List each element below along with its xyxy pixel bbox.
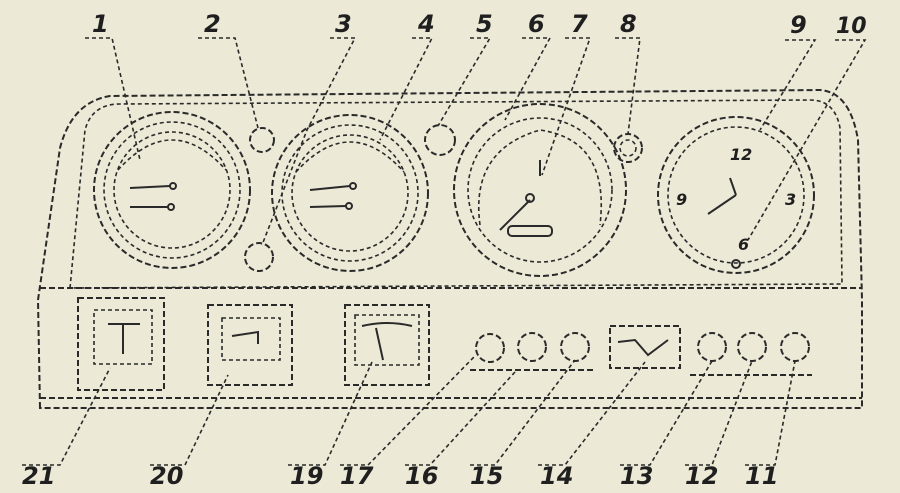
callout-1: 1 [92,10,109,38]
indicator-lamp-2 [249,127,275,153]
callout-12: 12 [685,462,718,489]
callout-6: 6 [528,10,545,38]
callout-4: 4 [417,10,435,38]
callout-3: 3 [335,10,352,38]
indicator-lamp-3 [244,242,274,272]
gauge-21 [77,297,165,391]
clock: 12 3 6 9 [657,116,815,274]
clock-numeral-6: 6 [738,235,749,254]
gauge-4 [271,114,429,272]
callout-13: 13 [620,462,653,489]
indicator-lamp-11 [780,332,810,362]
indicator-lamp-8 [613,133,643,163]
clock-numeral-3: 3 [785,190,796,209]
callout-14: 14 [540,462,573,489]
gauge-1 [93,111,251,269]
callout-21: 21 [22,462,55,489]
speedometer [453,103,627,277]
callout-19: 19 [290,462,323,489]
callout-11: 11 [745,462,778,489]
callout-9: 9 [790,11,807,39]
indicator-lamp-16 [517,332,547,362]
indicator-lamp-5 [424,124,456,156]
callout-16: 16 [405,462,438,489]
indicator-lamp-17 [475,333,505,363]
indicator-lamp-13 [697,332,727,362]
callout-15: 15 [470,462,503,489]
callout-5: 5 [476,10,493,38]
callout-20: 20 [150,462,183,489]
indicator-lamp-8-inner [619,139,637,157]
leader-lines-top [85,37,867,246]
leader-lines-bottom [22,355,796,466]
gauge-20 [207,304,293,386]
clock-numeral-12: 12 [730,145,752,164]
indicator-lamp-12 [737,332,767,362]
callout-17: 17 [340,462,374,489]
clock-numeral-9: 9 [676,190,687,209]
indicator-lamp-15 [560,332,590,362]
callout-10: 10 [836,14,867,39]
switch-14 [609,325,681,369]
callout-7: 7 [571,10,588,38]
panel-body [36,88,863,409]
callout-8: 8 [620,10,637,38]
callout-2: 2 [204,10,221,38]
gauge-19 [344,304,430,386]
